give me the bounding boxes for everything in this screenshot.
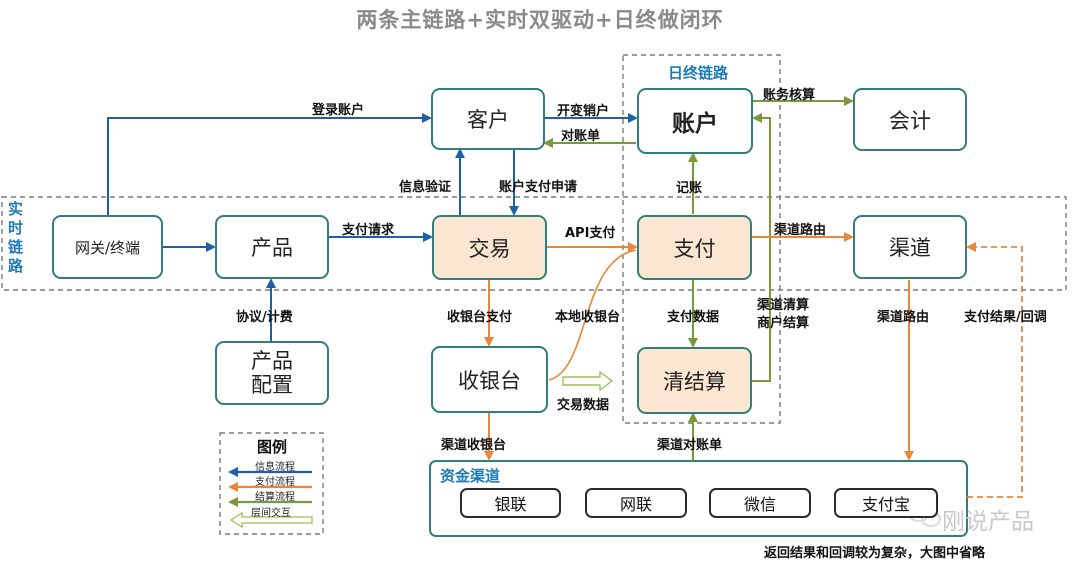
- label-acct-verify: 账务核算: [763, 88, 816, 103]
- node-payment-label: 支付: [673, 236, 716, 261]
- label-trade-data: 交易数据: [557, 398, 610, 413]
- legend-box: [219, 432, 324, 535]
- node-cashier: 收银台: [431, 346, 548, 413]
- node-gateway-label: 网关/终端: [74, 238, 141, 257]
- label-bookkeeping: 记账: [676, 181, 703, 196]
- node-product-config: 产品 配置: [215, 341, 329, 405]
- label-api-pay: API支付: [565, 226, 616, 241]
- node-channel: 渠道: [853, 215, 967, 279]
- label-channel-route-1: 渠道路由: [774, 223, 827, 238]
- node-cashier-label: 收银台: [458, 368, 521, 393]
- node-clearing: 清结算: [637, 347, 752, 414]
- edge-local-cashier: [548, 249, 637, 381]
- endofday-region-label: 日终链路: [668, 64, 729, 82]
- node-payment: 支付: [637, 215, 752, 280]
- legend-item-interlayer: 层间交互: [251, 508, 291, 519]
- funds-channel-box: [429, 460, 968, 537]
- edge-clearing-account: [752, 113, 771, 382]
- channel-unionpay: 银联: [460, 488, 561, 518]
- funds-channel-label: 资金渠道: [440, 467, 501, 485]
- label-login-account: 登录账户: [312, 103, 365, 118]
- diagram-title: 两条主链路+实时双驱动+日终做闭环: [356, 8, 724, 32]
- label-channel-route-2: 渠道路由: [877, 310, 930, 325]
- label-pay-request: 支付请求: [342, 223, 395, 238]
- realtime-region: [1, 196, 1067, 291]
- node-accounting-label: 会计: [889, 108, 931, 133]
- channel-alipay-label: 支付宝: [861, 495, 910, 514]
- edge-trade-data: [562, 370, 614, 392]
- label-acct-pay-request: 账户支付申请: [499, 180, 578, 195]
- node-trade: 交易: [432, 215, 547, 280]
- label-channel-recon: 渠道对账单: [657, 438, 723, 453]
- label-reconcile-stmt: 对账单: [561, 129, 601, 144]
- footnote: 返回结果和回调较为复杂，大图中省略: [764, 546, 986, 561]
- label-channel-clearing: 渠道清算 商户结算: [757, 298, 810, 331]
- channel-netsunion: 网联: [585, 488, 687, 518]
- channel-unionpay-label: 银联: [494, 495, 527, 514]
- node-trade-label: 交易: [468, 236, 511, 261]
- watermark: 刚说产品: [942, 509, 1034, 535]
- label-info-verify: 信息验证: [399, 180, 452, 195]
- label-pay-data: 支付数据: [667, 310, 720, 325]
- edge-login-account: [107, 113, 432, 215]
- node-accounting: 会计: [853, 88, 967, 151]
- node-channel-label: 渠道: [889, 236, 931, 260]
- legend-item-info: 信息流程: [255, 462, 295, 473]
- node-customer-label: 客户: [467, 108, 509, 132]
- node-gateway: 网关/终端: [52, 215, 163, 279]
- legend-title: 图例: [257, 438, 288, 456]
- node-product: 产品: [215, 215, 329, 279]
- legend-item-payment: 支付流程: [255, 477, 295, 488]
- channel-wechat-label: 微信: [743, 495, 776, 514]
- label-channel-cashier: 渠道收银台: [441, 438, 507, 453]
- label-protocol-billing: 协议/计费: [236, 310, 293, 325]
- label-pay-result: 支付结果/回调: [964, 310, 1047, 325]
- endofday-region: [622, 54, 781, 424]
- node-customer: 客户: [431, 88, 545, 150]
- node-product-label: 产品: [251, 236, 293, 260]
- channel-netsunion-label: 网联: [619, 495, 652, 514]
- legend-item-settlement: 结算流程: [255, 492, 295, 503]
- realtime-region-label: 实时链路: [8, 200, 24, 275]
- node-product-config-label: 产品 配置: [251, 349, 293, 397]
- node-account-label: 账户: [672, 111, 718, 137]
- legend-arrow-interlayer: [229, 511, 313, 529]
- node-account: 账户: [637, 88, 753, 154]
- node-clearing-label: 清结算: [663, 369, 726, 394]
- channel-wechat: 微信: [709, 488, 811, 518]
- label-cashier-pay: 收银台支付: [447, 310, 513, 325]
- label-local-cashier: 本地收银台: [555, 310, 621, 325]
- channel-alipay: 支付宝: [834, 488, 938, 518]
- edge-pay-result: [966, 242, 1023, 498]
- label-open-change-close: 开变销户: [557, 104, 610, 119]
